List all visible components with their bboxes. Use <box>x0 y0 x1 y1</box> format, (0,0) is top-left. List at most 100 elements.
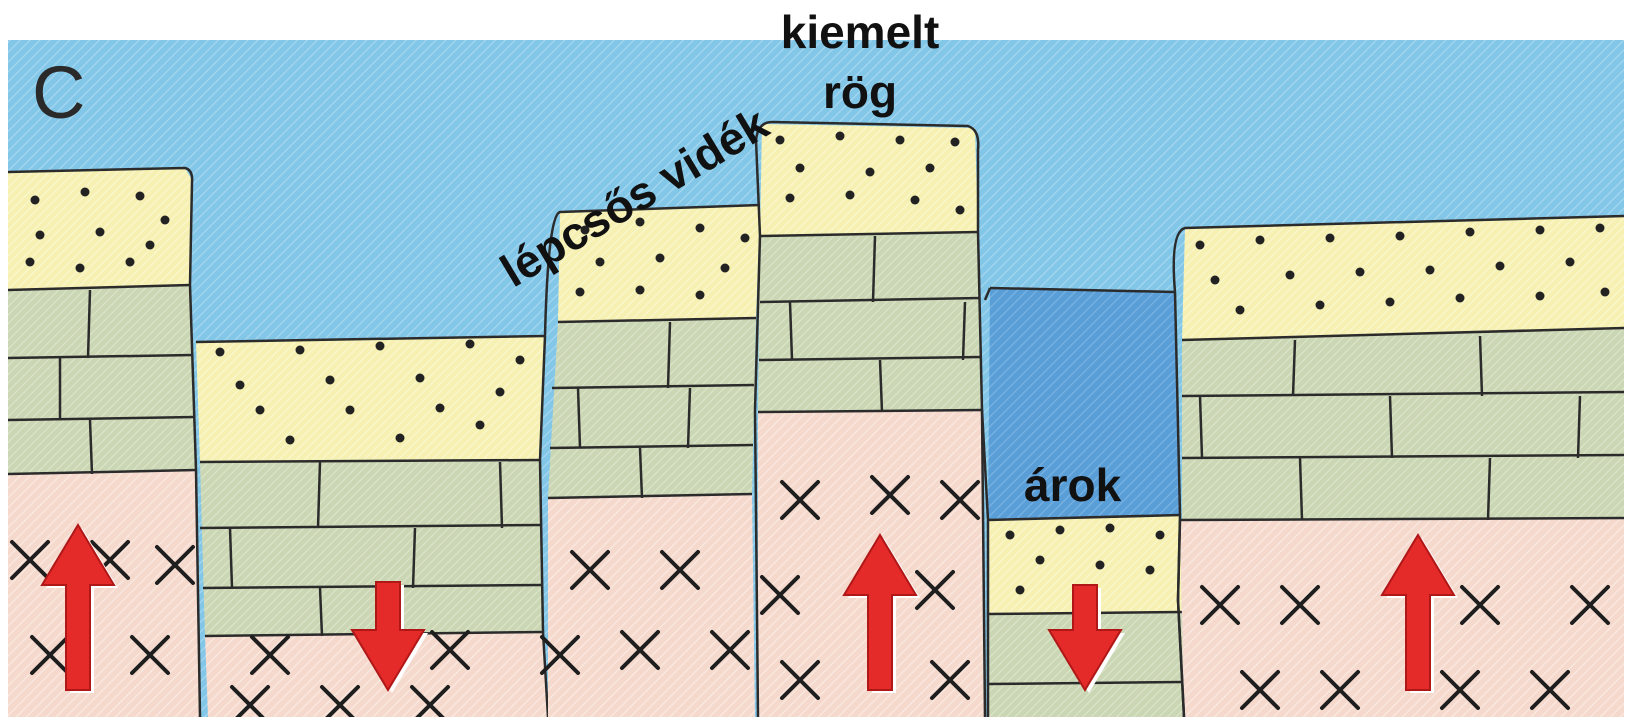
block-3-limestone-layer <box>548 318 756 498</box>
basement-cross <box>410 685 450 717</box>
sand-dot <box>95 227 105 237</box>
label-kiemelt-rog: kiemelt rög <box>760 2 960 122</box>
label-arok: árok <box>1024 459 1122 511</box>
sand-dot <box>740 233 750 243</box>
block-6 <box>1172 214 1625 717</box>
block-6-sand-layer <box>1182 216 1624 340</box>
basement-cross <box>1570 585 1610 625</box>
fault-lines <box>980 287 1186 717</box>
basement-cross <box>915 570 955 610</box>
sand-dot <box>435 403 445 413</box>
basement-cross <box>1320 670 1360 710</box>
sand-dot <box>35 230 45 240</box>
arrow-down-icon <box>1047 584 1123 692</box>
block-1-limestone-layer <box>8 285 196 474</box>
sand-dot <box>465 339 475 349</box>
block-4-sand-layer <box>760 124 978 236</box>
block-3-basement-layer <box>548 494 755 717</box>
sand-dot <box>635 285 645 295</box>
sand-dot <box>695 290 705 300</box>
basement-cross <box>430 630 470 670</box>
sand-dot <box>1535 225 1545 235</box>
trench-water <box>988 288 1180 520</box>
sand-dot <box>1155 530 1165 540</box>
sand-dot <box>1455 293 1465 303</box>
sand-dots <box>25 131 1610 600</box>
basement-cross <box>570 550 610 590</box>
basement-cross <box>660 550 700 590</box>
basement-cross <box>620 630 660 670</box>
sand-dot <box>80 187 90 197</box>
block-1-basement-layer <box>8 470 200 717</box>
sand-dot <box>580 225 590 235</box>
sand-dot <box>1355 267 1365 277</box>
arrow-up-icon <box>1380 533 1456 691</box>
sand-dot <box>720 263 730 273</box>
sand-dot <box>775 135 785 145</box>
basement-cross <box>230 685 270 717</box>
sand-dot <box>125 257 135 267</box>
sand-dot <box>1015 585 1025 595</box>
sand-dot <box>785 193 795 203</box>
basement-cross <box>870 475 910 515</box>
sand-dot <box>1425 265 1435 275</box>
sand-dot <box>1035 555 1045 565</box>
sand-dot <box>955 205 965 215</box>
sand-dot <box>255 405 265 415</box>
sand-dot <box>30 195 40 205</box>
sand-dot <box>1600 287 1610 297</box>
sand-dot <box>345 405 355 415</box>
block-2-basement-layer <box>205 632 548 717</box>
sand-dot <box>865 167 875 177</box>
block-5 <box>987 286 1184 717</box>
block-6-basement-layer <box>1180 518 1624 717</box>
basement-cross <box>250 635 290 675</box>
sand-dot <box>1055 525 1065 535</box>
sand-dot <box>950 137 960 147</box>
sand-dot <box>235 380 245 390</box>
block-4-limestone-layer <box>758 232 982 412</box>
basement-cross <box>10 540 50 580</box>
sand-dot <box>325 375 335 385</box>
basement-cross <box>780 660 820 700</box>
sand-dot <box>695 223 705 233</box>
sand-dot <box>215 347 225 357</box>
block-3-sand-layer <box>558 205 760 322</box>
basement-cross <box>1240 670 1280 710</box>
sand-dot <box>895 135 905 145</box>
basement-cross <box>30 635 70 675</box>
sand-dot <box>1105 523 1115 533</box>
block-2 <box>195 334 550 717</box>
sand-dot <box>1145 565 1155 575</box>
arrow-down-icon <box>350 581 426 692</box>
label-kiemelt-line1: kiemelt <box>780 6 940 58</box>
basement-cross <box>1280 585 1320 625</box>
sand-dot <box>160 215 170 225</box>
sand-dot <box>135 191 145 201</box>
basement-cross <box>1440 670 1480 710</box>
sand-dot <box>515 355 525 365</box>
basement-cross <box>780 480 820 520</box>
sand-dot <box>415 373 425 383</box>
sand-dot <box>1195 240 1205 250</box>
block-6-limestone-layer <box>1182 328 1624 520</box>
basement-cross <box>1200 585 1240 625</box>
sand-dot <box>1005 530 1015 540</box>
arrow-up-icon <box>40 523 116 691</box>
sand-dot <box>795 163 805 173</box>
sand-dot <box>925 163 935 173</box>
sand-dot <box>1535 291 1545 301</box>
sand-dot <box>1255 235 1265 245</box>
sand-dot <box>145 240 155 250</box>
sand-dot <box>395 433 405 443</box>
sand-dot <box>1095 560 1105 570</box>
basement-cross <box>930 660 970 700</box>
basement-cross <box>540 635 580 675</box>
sand-dot <box>1395 231 1405 241</box>
arrow-up-icon <box>842 533 918 691</box>
block-2-sand-layer <box>196 336 545 462</box>
motion-arrows <box>40 523 1458 693</box>
basement-cross <box>130 635 170 675</box>
sand-dot <box>295 345 305 355</box>
